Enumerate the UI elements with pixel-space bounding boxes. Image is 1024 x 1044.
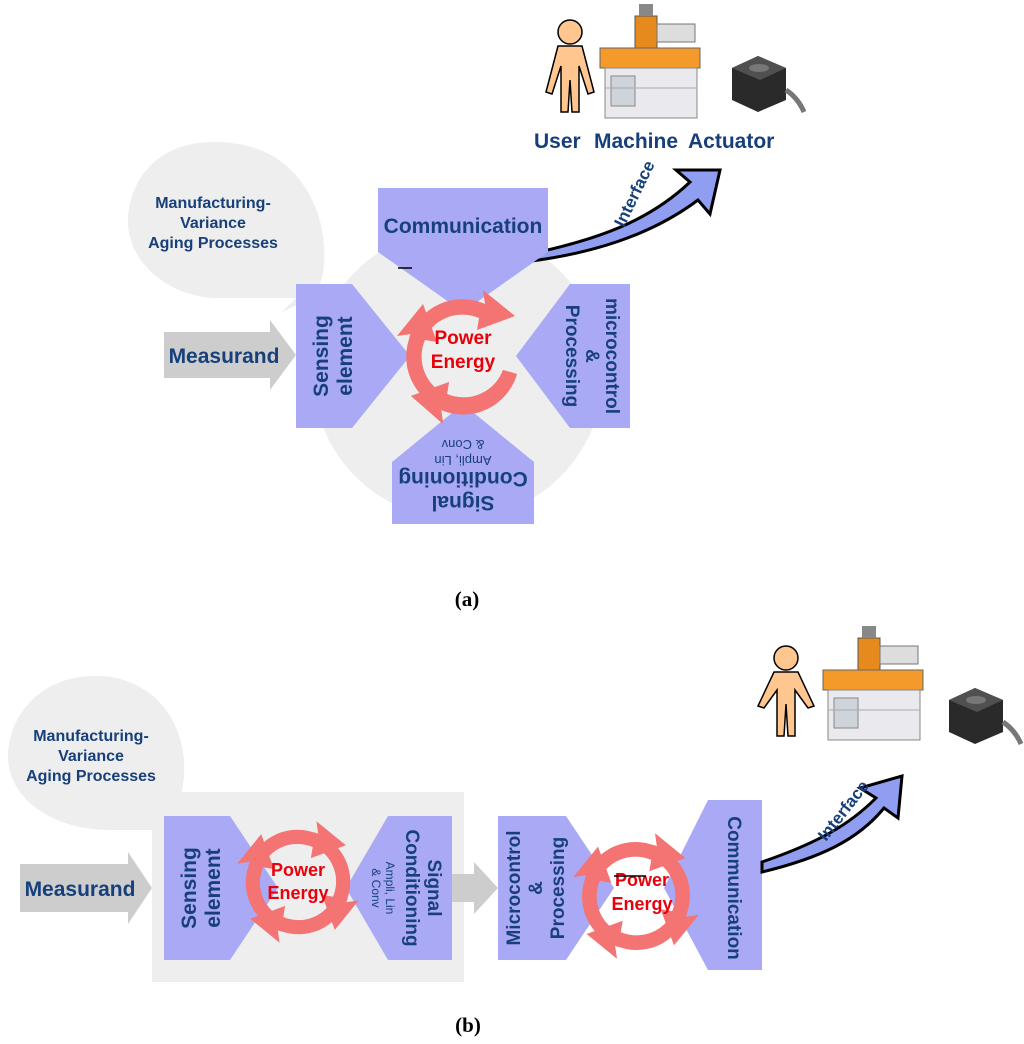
- influence-b-line1: Manufacturing-: [33, 728, 149, 745]
- measurand-arrow-b: [20, 852, 152, 924]
- signal-sub1-b: Ampli, Lin: [383, 862, 397, 915]
- signal-line2-b: Conditioning: [401, 829, 422, 946]
- panel-a: Manufacturing- Variance Aging Processes …: [128, 3, 804, 611]
- measurand-label-b: Measurand: [25, 878, 136, 901]
- endpoint-user-a: User: [534, 130, 581, 153]
- micro-block-b[interactable]: [498, 816, 614, 960]
- micro-line1-b: Microcontrol: [504, 830, 525, 945]
- endpoint-actuator-a: Actuator: [688, 130, 774, 153]
- signal-line1-a: Signal: [431, 491, 494, 514]
- power-line2-a: Energy: [431, 352, 496, 373]
- actuator-figure-a: [732, 56, 804, 112]
- power-line1-a: Power: [434, 328, 492, 349]
- influence-b-line2: Variance: [58, 748, 124, 765]
- signal-line1-b: Signal: [423, 859, 444, 916]
- signal-sub1-a: Ampli, Lin: [434, 453, 491, 468]
- power-cycle-a: [397, 290, 517, 424]
- power-cycle-b2: [573, 833, 699, 959]
- signal-line2-a: Conditioning: [398, 467, 527, 490]
- signal-sub2-b: & Conv: [369, 868, 383, 907]
- communication-block-a[interactable]: [378, 188, 548, 312]
- sensing-block-a[interactable]: [296, 284, 410, 428]
- user-figure-a: [545, 19, 595, 113]
- power-cycle-b1: [237, 821, 359, 943]
- influence-bubble-a: [128, 142, 325, 312]
- micro-line3-a: Processing: [561, 305, 582, 407]
- influence-b-line3: Aging Processes: [26, 768, 156, 785]
- micro-block-a[interactable]: [516, 284, 630, 428]
- micro-line1-a: microcontrol: [601, 298, 622, 414]
- micro-line2-a: &: [581, 349, 602, 363]
- caption-b: (b): [455, 1013, 481, 1037]
- micro-line3-b: Processing: [548, 837, 569, 939]
- endpoint-machine-a: Machine: [594, 130, 678, 153]
- user-figure-b: [756, 645, 816, 737]
- machine-figure-a: [599, 3, 701, 119]
- signal-block-b[interactable]: [346, 816, 452, 960]
- communication-label-a: Communication: [384, 215, 543, 238]
- influence-a-line2: Variance: [180, 215, 246, 232]
- panel-b: Manufacturing- Variance Aging Processes …: [8, 625, 1021, 1037]
- power2-line1-b: Power: [615, 870, 669, 890]
- interface-arrow-b: [760, 773, 904, 874]
- sensing-line2-a: element: [334, 316, 357, 395]
- influence-a-line3: Aging Processes: [148, 235, 278, 252]
- measurand-arrow-a: [164, 320, 296, 390]
- actuator-figure-b: [949, 688, 1021, 744]
- machine-figure-b: [822, 625, 924, 741]
- panel-a-background-disc: [313, 229, 603, 519]
- sensing-line2-b: element: [202, 848, 225, 927]
- signal-sub2-a: & Conv: [441, 437, 484, 452]
- caption-a: (a): [455, 587, 480, 611]
- sensing-line1-b: Sensing: [178, 847, 201, 929]
- power2-line2-b: Energy: [611, 894, 672, 914]
- influence-a-line1: Manufacturing-: [155, 195, 271, 212]
- connector-arrow-b: [452, 862, 498, 914]
- signal-block-a[interactable]: [392, 404, 534, 524]
- influence-bubble-b: [8, 676, 185, 830]
- power-line1-b: Power: [271, 860, 325, 880]
- communication-label-b: Communication: [723, 816, 744, 960]
- measurand-label-a: Measurand: [169, 345, 280, 368]
- power-line2-b: Energy: [267, 883, 328, 903]
- micro-line2-b: &: [526, 881, 547, 895]
- sensing-line1-a: Sensing: [310, 315, 333, 397]
